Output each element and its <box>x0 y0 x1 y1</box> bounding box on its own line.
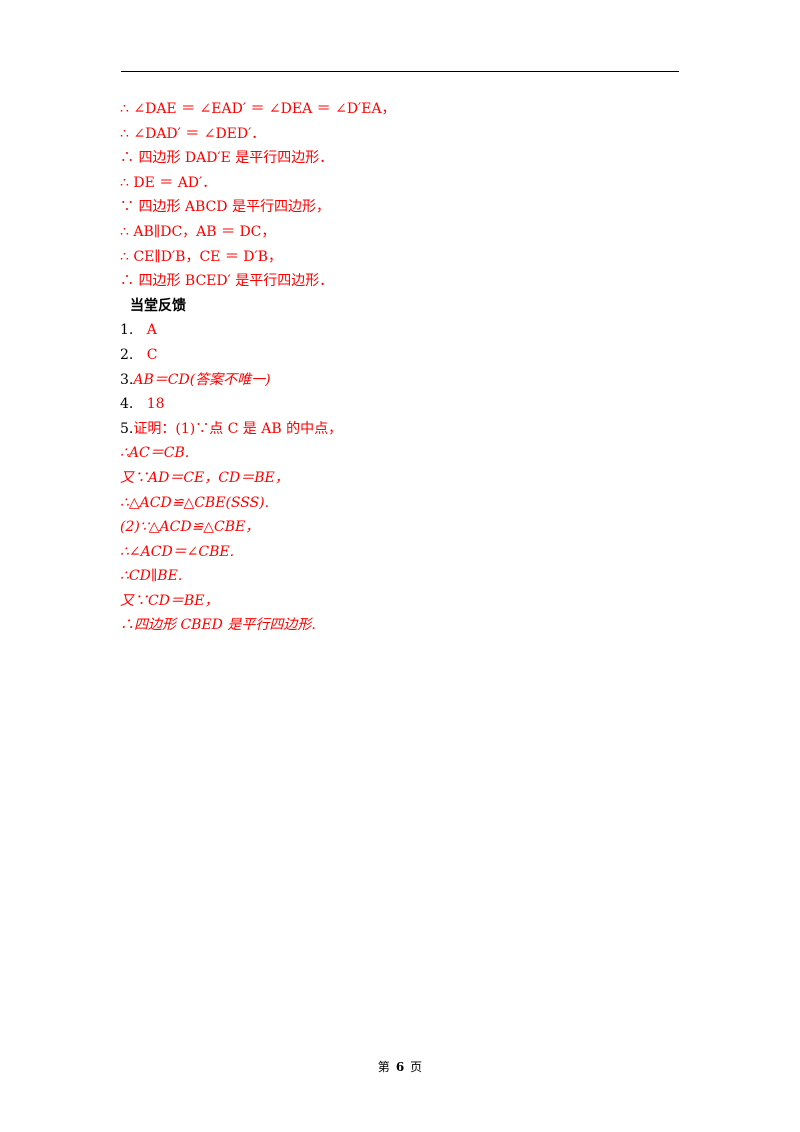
answer-1-value: A <box>146 322 157 339</box>
answer-3-number: 3. <box>120 371 134 388</box>
answer-5: 5.证明：(1)∵点 C 是 AB 的中点， <box>120 417 680 442</box>
footer-prefix: 第 <box>377 1060 390 1074</box>
proof-line-8: ∴ 四边形 BCED′ 是平行四边形． <box>120 273 334 290</box>
proof2-line-2: 又∵AD＝CE，CD＝BE， <box>120 469 289 486</box>
page-content: ∴ ∠DAE ＝ ∠EAD′ ＝ ∠DEA ＝ ∠D′EA， ∴ ∠DAD′ ＝… <box>120 97 680 638</box>
proof2-line-7: 又∵CD＝BE， <box>120 592 219 609</box>
answer-4-value: 18 <box>146 396 165 413</box>
proof2-line-5: ∴∠ACD＝∠CBE. <box>120 543 235 560</box>
proof-line-4: ∴ DE ＝ AD′． <box>120 174 217 191</box>
answer-1-number: 1. <box>120 322 134 339</box>
answer-4-number: 4. <box>120 396 134 413</box>
proof2-line-6: ∴CD∥BE. <box>120 568 183 585</box>
footer-suffix: 页 <box>410 1060 423 1074</box>
answer-5-heading: 证明：(1)∵点 C 是 AB 的中点， <box>133 420 343 437</box>
answer-1: 1. A <box>120 318 680 343</box>
answer-3: 3.AB＝CD(答案不唯一) <box>120 368 680 393</box>
proof-line-6: ∴ AB∥DC，AB ＝ DC， <box>120 223 276 240</box>
proof2-line-8: ∴四边形 CBED 是平行四边形. <box>120 617 316 634</box>
header-rule <box>121 71 679 72</box>
section-heading: 当堂反馈 <box>130 297 186 314</box>
proof2-line-4: (2)∵△ACD≌△CBE， <box>120 519 260 536</box>
answer-3-value: AB＝CD(答案不唯一) <box>133 371 271 388</box>
answer-4: 4. 18 <box>120 392 680 417</box>
page-number: 6 <box>395 1060 405 1074</box>
proof-line-3: ∴ 四边形 DAD′E 是平行四边形． <box>120 150 334 167</box>
proof-line-2: ∴ ∠DAD′ ＝ ∠DED′． <box>120 125 266 142</box>
proof-line-7: ∴ CE∥D′B，CE ＝ D′B， <box>120 248 282 265</box>
proof2-line-3: ∴△ACD≌△CBE(SSS). <box>120 494 270 511</box>
proof2-line-1: ∴AC＝CB. <box>120 445 190 462</box>
answer-2-number: 2. <box>120 346 134 363</box>
answer-2-value: C <box>146 346 158 363</box>
answer-2: 2. C <box>120 343 680 368</box>
proof-line-1: ∴ ∠DAE ＝ ∠EAD′ ＝ ∠DEA ＝ ∠D′EA， <box>120 101 396 117</box>
proof-line-5: ∵ 四边形 ABCD 是平行四边形， <box>120 199 330 216</box>
answer-5-number: 5. <box>120 420 134 437</box>
